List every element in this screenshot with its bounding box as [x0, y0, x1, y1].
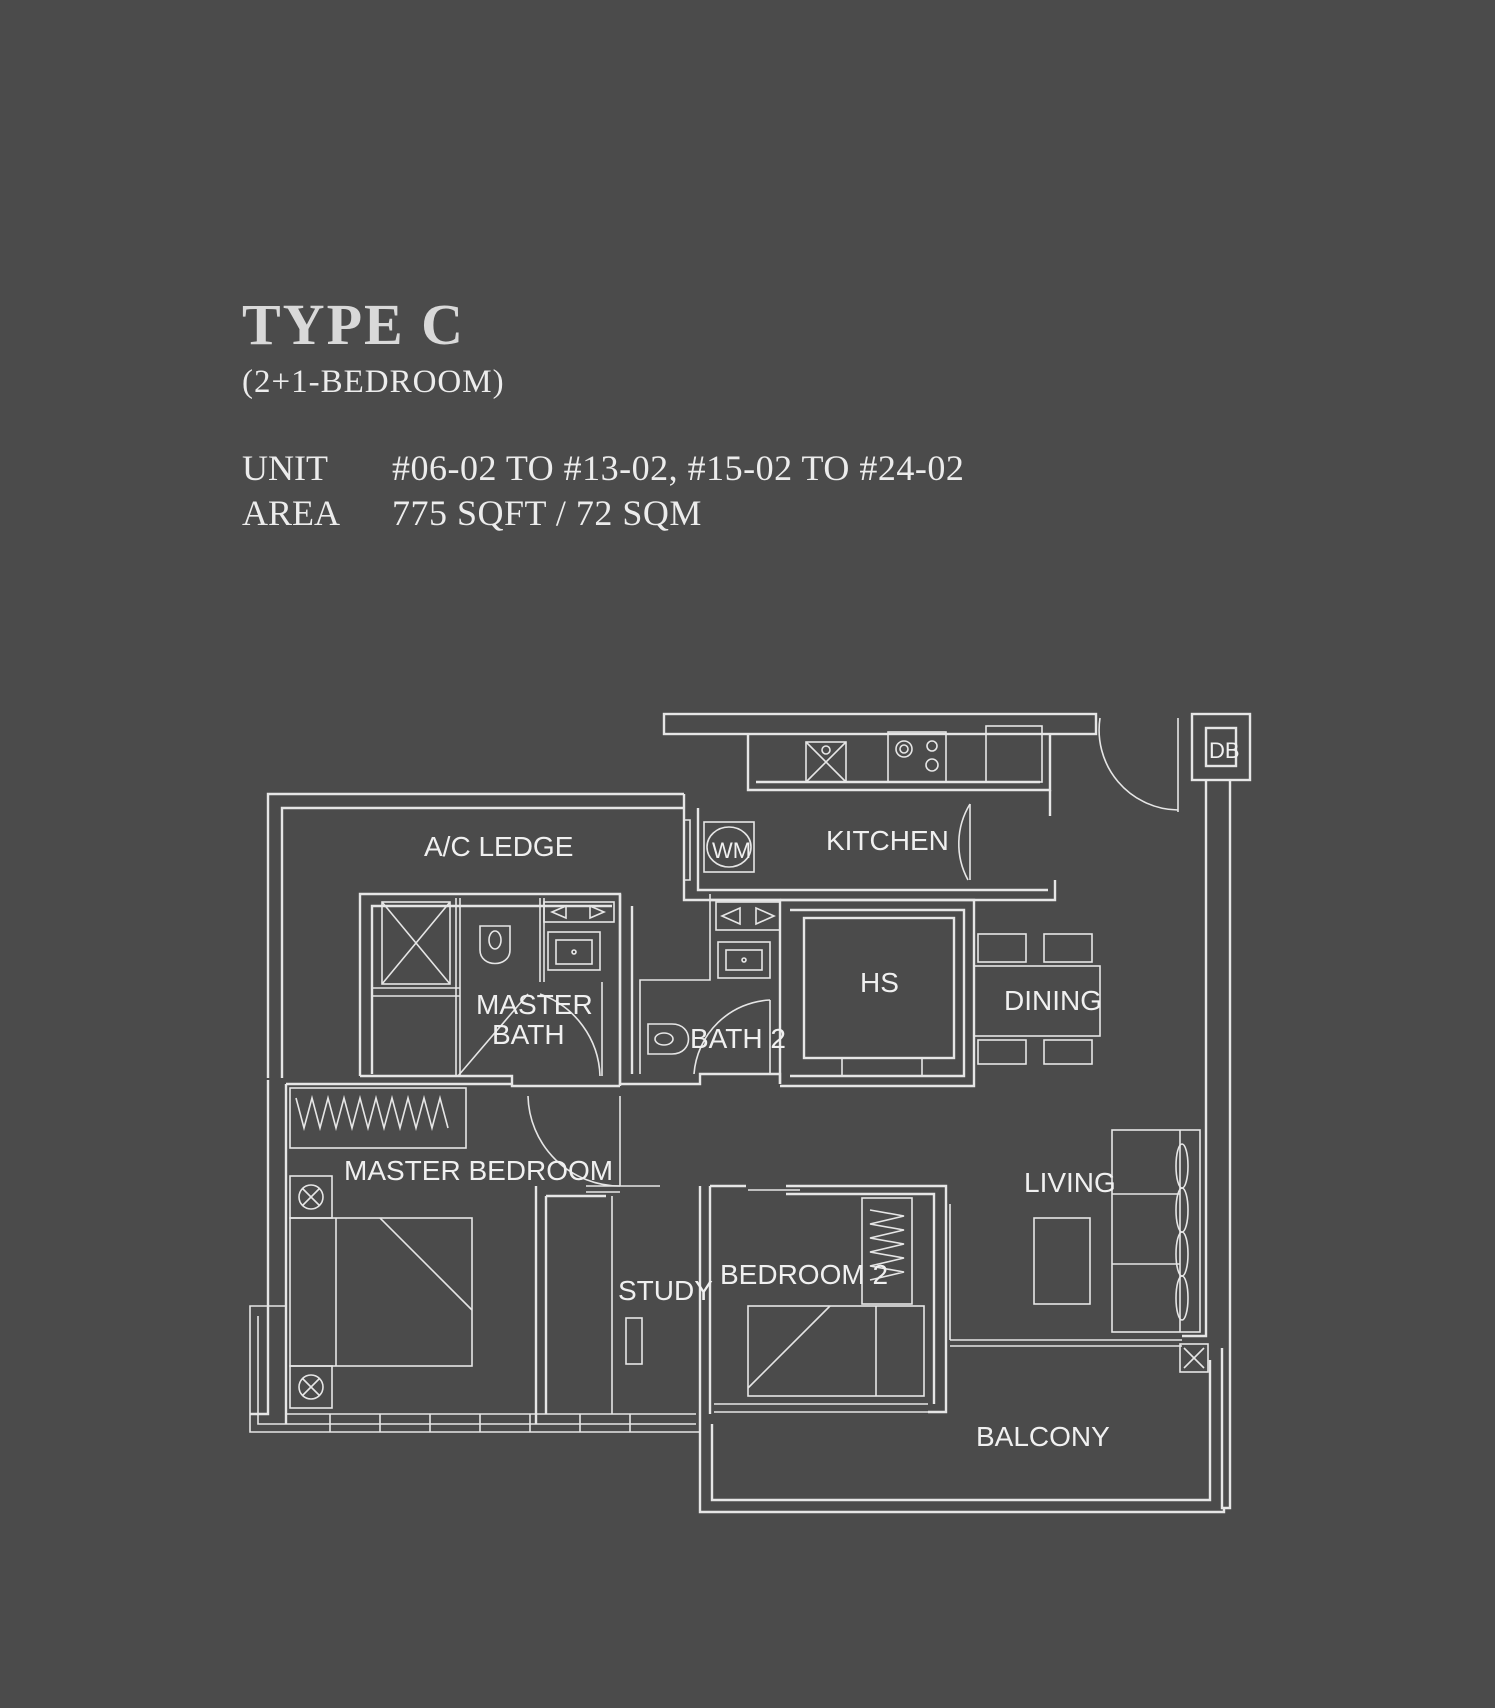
- label-hs: HS: [860, 967, 899, 998]
- study: [611, 1186, 712, 1424]
- living: [950, 1129, 1209, 1373]
- label-db: DB: [1209, 738, 1240, 763]
- label-wm: WM: [712, 838, 751, 863]
- unit-label: UNIT: [242, 448, 328, 488]
- area-row: AREA 775 SQFT / 72 SQM: [242, 491, 964, 536]
- outer-walls: [249, 712, 1252, 1514]
- unit-value: #06-02 TO #13-02, #15-02 TO #24-02: [392, 448, 965, 488]
- dining-set: [973, 933, 1101, 1065]
- unit-type-title: TYPE C: [242, 292, 466, 357]
- bath-2: [618, 894, 782, 1086]
- area-value: 775 SQFT / 72 SQM: [392, 493, 702, 533]
- label-balcony: BALCONY: [976, 1421, 1110, 1452]
- label-living: LIVING: [1024, 1167, 1116, 1198]
- entrance-door: [1098, 717, 1179, 812]
- label-dining: DINING: [1004, 985, 1102, 1016]
- unit-info: UNIT #06-02 TO #13-02, #15-02 TO #24-02 …: [242, 446, 964, 536]
- label-ac-ledge: A/C LEDGE: [424, 831, 573, 862]
- label-master-bath-line1: MASTER: [476, 989, 593, 1020]
- label-master-bedroom: MASTER BEDROOM: [344, 1155, 613, 1186]
- master-bedroom: [286, 1082, 660, 1424]
- kitchen-area: [682, 725, 1057, 902]
- label-bath-2: BATH 2: [690, 1023, 786, 1054]
- room-labels: A/C LEDGE KITCHEN WM DB HS DINING MASTER…: [344, 738, 1240, 1452]
- bedroom-subtitle: (2+1-BEDROOM): [242, 364, 505, 400]
- header: TYPE C (2+1-BEDROOM): [242, 296, 505, 401]
- label-kitchen: KITCHEN: [826, 825, 949, 856]
- label-study: STUDY: [618, 1275, 713, 1306]
- bedroom-2: [710, 1184, 951, 1414]
- label-bedroom-2: BEDROOM 2: [720, 1259, 888, 1290]
- label-master-bath-line2: BATH: [492, 1019, 565, 1050]
- master-bath: [358, 892, 622, 1088]
- unit-row: UNIT #06-02 TO #13-02, #15-02 TO #24-02: [242, 446, 964, 491]
- area-label: AREA: [242, 493, 340, 533]
